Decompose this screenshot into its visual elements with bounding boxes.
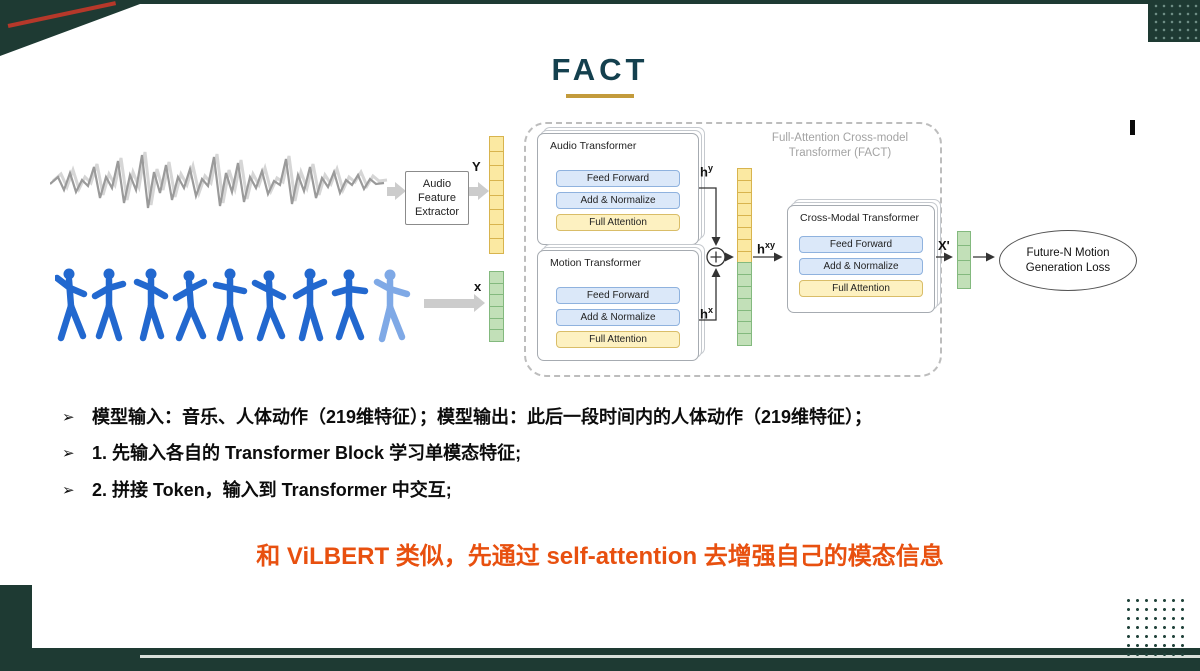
token-cell xyxy=(489,223,504,240)
block-card: Audio Transformer Feed Forward Add & Nor… xyxy=(537,133,699,245)
block-card: Motion Transformer Feed Forward Add & No… xyxy=(537,250,699,361)
token-cell xyxy=(957,245,971,261)
audio-waveform-image xyxy=(50,151,388,209)
flow-arrow-extractor-to-audio-tokens xyxy=(469,182,489,200)
hy-label: hy xyxy=(700,163,713,180)
token-cell xyxy=(957,273,971,289)
add-normalize-layer: Add & Normalize xyxy=(556,309,680,326)
feed-forward-layer: Feed Forward xyxy=(556,287,680,304)
hx-label: hx xyxy=(700,305,713,322)
token-cell xyxy=(489,150,504,167)
add-normalize-layer: Add & Normalize xyxy=(556,192,680,209)
list-item: ➢ 1. 先输入各自的 Transformer Block 学习单模态特征; xyxy=(62,442,1164,465)
list-item: ➢ 模型输入：音乐、人体动作（219维特征）；模型输出：此后一段时间内的人体动作… xyxy=(62,406,1164,429)
token-cell xyxy=(489,165,504,181)
token-cell xyxy=(957,259,971,275)
hxy-label: hxy xyxy=(757,240,775,257)
token-cell xyxy=(957,231,971,247)
bullet-marker: ➢ xyxy=(62,445,75,463)
block-title: Motion Transformer xyxy=(550,257,642,269)
bullet-list: ➢ 模型输入：音乐、人体动作（219维特征）；模型输出：此后一段时间内的人体动作… xyxy=(62,406,1164,515)
token-cell xyxy=(489,209,504,225)
fact-dashed-container xyxy=(524,122,942,377)
bottom-accent-strip xyxy=(140,655,1200,658)
audio-feature-extractor-box: Audio Feature Extractor xyxy=(405,171,469,225)
cross-modal-transformer-block: Cross-Modal Transformer Feed Forward Add… xyxy=(787,199,941,313)
block-title: Audio Transformer xyxy=(550,140,637,152)
title-underline xyxy=(566,94,634,98)
concat-token-column xyxy=(737,168,752,346)
bullet-marker: ➢ xyxy=(62,409,75,426)
block-title: Cross-Modal Transformer xyxy=(800,212,920,224)
dot-pattern-top-right xyxy=(1152,2,1198,40)
add-normalize-layer: Add & Normalize xyxy=(799,258,923,275)
token-cell xyxy=(489,179,504,196)
page-title: FACT xyxy=(551,52,649,87)
bullet-text: 2. 拼接 Token，输入到 Transformer 中交互; xyxy=(92,479,452,500)
audio-token-label: Y xyxy=(472,159,481,174)
bullet-marker: ➢ xyxy=(62,481,75,499)
audio-token-column xyxy=(489,136,504,254)
feed-forward-layer: Feed Forward xyxy=(799,236,923,253)
motion-token-label: x xyxy=(474,279,482,294)
output-token-column xyxy=(957,231,971,289)
motion-token-column xyxy=(489,271,504,343)
bullet-text: 模型输入：音乐、人体动作（219维特征）；模型输出：此后一段时间内的人体动作（2… xyxy=(92,407,873,427)
flow-arrow-motion-to-motion-tokens xyxy=(424,294,485,312)
fact-container-label: Full-Attention Cross-model Transformer (… xyxy=(771,132,909,159)
token-cell xyxy=(489,238,504,254)
feed-forward-layer: Feed Forward xyxy=(556,170,680,187)
motion-transformer-block: Motion Transformer Feed Forward Add & No… xyxy=(537,244,705,361)
block-card: Cross-Modal Transformer Feed Forward Add… xyxy=(787,205,935,313)
dot-pattern-bottom-right xyxy=(1124,596,1188,662)
highlight-note: 和 ViLBERT 类似，先通过 self-attention 去增强自己的模态… xyxy=(256,543,944,570)
token-cell xyxy=(737,333,752,346)
flow-arrow-waveform-to-extractor xyxy=(387,182,406,200)
token-cell xyxy=(489,329,504,343)
audio-transformer-block: Audio Transformer Feed Forward Add & Nor… xyxy=(537,127,705,245)
edge-artifact-mark xyxy=(1130,120,1135,135)
x-prime-label: X' xyxy=(938,238,950,253)
token-cell xyxy=(489,194,504,211)
list-item: ➢ 2. 拼接 Token，输入到 Transformer 中交互; xyxy=(62,479,1164,502)
full-attention-layer: Full Attention xyxy=(799,280,923,297)
full-attention-layer: Full Attention xyxy=(556,331,680,348)
bullet-text: 1. 先输入各自的 Transformer Block 学习单模态特征; xyxy=(92,443,522,464)
full-attention-layer: Full Attention xyxy=(556,214,680,231)
token-cell xyxy=(489,136,504,152)
motion-sequence-image xyxy=(55,268,411,343)
future-motion-loss-ellipse: Future-N Motion Generation Loss xyxy=(999,230,1137,291)
title-block: FACT xyxy=(0,52,1200,98)
